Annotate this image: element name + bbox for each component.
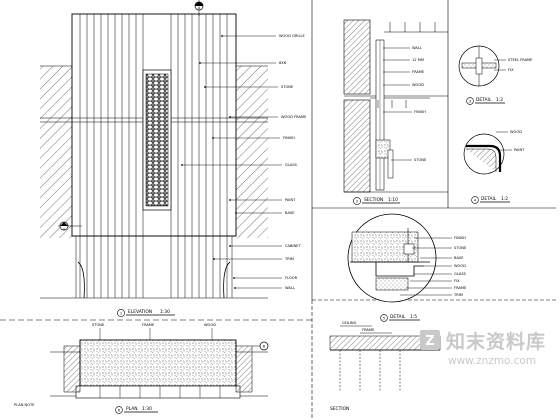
vertical-slats — [75, 14, 233, 298]
elevation-title: 1 ELEVATION 1:30 — [117, 309, 175, 317]
detail-mid-title-text: DETAIL — [390, 314, 406, 320]
elevation-note: TRIM — [284, 257, 294, 261]
detail-circle-a: STEEL FRAME FIX 3 DETAIL 1:2 — [458, 45, 533, 105]
elevation-note: GLASS — [285, 163, 298, 167]
section-note: WOOD — [412, 83, 424, 87]
section-note: 12 MM — [412, 58, 424, 62]
mosaic-panel — [145, 73, 169, 207]
section-wall-hatch-lower — [343, 99, 371, 193]
plan-note-top: STONE — [92, 323, 105, 327]
watermark-brand: 知末资料库 — [446, 330, 546, 353]
elevation-note: STONE — [281, 85, 294, 89]
elevation-marker-label: 1 — [63, 228, 65, 232]
detail-circle-b: WOOD PAINT 4 DETAIL 1:2 — [463, 130, 525, 204]
section-note: STONE — [414, 158, 427, 162]
plan-title-text: PLAN — [126, 406, 137, 412]
section-br-note: CEILING — [342, 321, 357, 325]
section-note: FINISH — [414, 110, 426, 114]
plan-note-top: WOOD — [204, 323, 216, 327]
section-scale: 1:10 — [388, 197, 398, 203]
section-wall-hatch-upper — [343, 19, 371, 95]
right-leg — [223, 261, 231, 299]
elevation-title-text: ELEVATION — [128, 309, 152, 315]
plan-section-marker-label: B — [263, 345, 266, 349]
plan-section-marker: B — [252, 341, 269, 351]
detail-b-title-number: 4 — [474, 199, 477, 203]
watermark: Z 知末资料库 www.znzmo.com — [420, 330, 546, 367]
plan-title-number: 6 — [118, 409, 121, 413]
detail-mid-scale: 1:5 — [410, 314, 417, 320]
elevation-note: WALL — [285, 286, 295, 290]
detail-b-scale: 1:2 — [501, 196, 508, 202]
detail-b-note: PAINT — [514, 148, 525, 152]
detail-a-note: FIX — [508, 68, 514, 72]
elevation-drawing: A 1 WOOD GRILLE 6X6 — [40, 0, 307, 317]
plan-stone-top — [79, 339, 237, 387]
elevation-note: CABINET — [285, 244, 301, 248]
plan-bottom-note: PLAN NOTE — [14, 403, 35, 407]
elevation-leader-dots — [181, 35, 237, 289]
callout-marker-label: A — [198, 6, 201, 10]
section-br-title: SECTION — [330, 406, 349, 412]
section-drawing-top-right: WALL 12 MM FRAME WOOD FINISH STONE 2 SEC… — [343, 19, 448, 205]
plan-scale: 1:30 — [142, 406, 152, 412]
elevation-note: FINISH — [283, 136, 295, 140]
detail-mid-notes: FINISH STONE BASE WOOD GLASS FIX FRAME T… — [453, 236, 467, 297]
detail-mid-note: BASE — [454, 256, 464, 260]
detail-mid-right: FINISH STONE BASE WOOD GLASS FIX FRAME T… — [347, 213, 467, 322]
detail-mid-note: FINISH — [454, 236, 466, 240]
section-br-note: FRAME — [362, 328, 375, 332]
elevation-notes: WOOD GRILLE 6X6 STONE WOOD FRAME FINISH … — [279, 34, 307, 290]
elevation-marker-left: 1 — [58, 221, 82, 232]
elevation-note: FLOOR — [285, 276, 298, 280]
elevation-leaders — [182, 35, 282, 289]
section-title-number: 2 — [356, 200, 358, 204]
section-title: 2 SECTION 1:10 — [353, 197, 400, 205]
detail-b-title-text: DETAIL — [481, 196, 497, 202]
section-title-text: SECTION — [364, 197, 383, 203]
watermark-logo-glyph: Z — [425, 334, 434, 349]
detail-a-scale: 1:2 — [496, 97, 503, 103]
detail-mid-note: TRIM — [453, 293, 463, 297]
detail-mid-note: STONE — [454, 246, 467, 250]
section-note: FRAME — [412, 70, 425, 74]
elevation-note: PAINT — [285, 198, 296, 202]
section-notes: WALL 12 MM FRAME WOOD FINISH STONE — [412, 46, 427, 162]
detail-a-title-number: 3 — [469, 100, 471, 104]
detail-mid-title-number: 5 — [383, 317, 385, 321]
detail-a-note: STEEL FRAME — [508, 58, 533, 62]
detail-mid-note: FRAME — [454, 286, 467, 290]
elevation-note: 6X6 — [279, 61, 287, 65]
detail-mid-note: WOOD — [454, 264, 466, 268]
detail-mid-note: FIX — [454, 279, 460, 283]
detail-b-note: WOOD — [510, 130, 522, 134]
elevation-note: BASE — [285, 211, 295, 215]
section-leaders — [383, 47, 412, 161]
elevation-note: WOOD GRILLE — [279, 34, 305, 38]
watermark-logo-tile — [420, 330, 440, 350]
detail-a-title-text: DETAIL — [476, 97, 492, 103]
left-leg — [77, 261, 85, 299]
elevation-scale: 1:30 — [160, 309, 170, 315]
detail-mid-note: GLASS — [454, 272, 467, 276]
watermark-url: www.znzmo.com — [448, 355, 536, 367]
elevation-note: WOOD FRAME — [281, 115, 307, 119]
plan-drawing-bottom: STONE FRAME WOOD B PLAN NOTE 6 PLAN 1:30 — [14, 323, 269, 414]
plan-note-top: FRAME — [142, 323, 155, 327]
elevation-title-number: 1 — [120, 312, 122, 316]
callout-marker-top: A — [194, 0, 204, 16]
section-note: WALL — [412, 46, 422, 50]
